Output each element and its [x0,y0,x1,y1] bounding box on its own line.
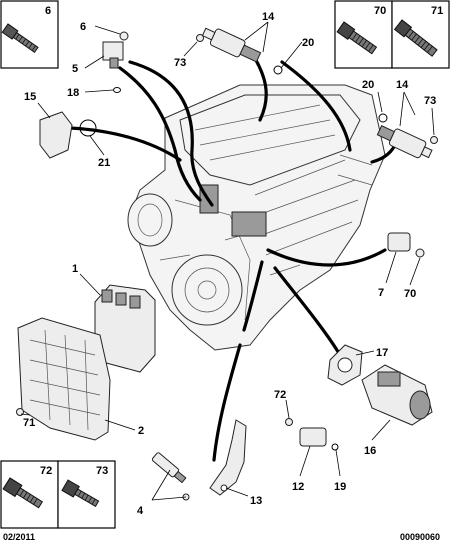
callout-6: 6 [80,21,86,33]
seal-19 [331,443,339,451]
sensor-15 [39,111,97,159]
screw-70-right [415,248,425,258]
bolt-71-icon [393,19,438,57]
box-72-label: 72 [40,465,52,477]
callout-17: 17 [376,347,388,359]
callout-2: 2 [138,425,144,437]
seal-18 [113,87,121,93]
seal-21 [79,119,97,137]
seal-20-right [378,113,388,123]
seal-20-top [273,65,283,75]
callout-5: 5 [72,63,78,75]
bolt-70-icon [336,21,378,55]
bolt-73-icon [61,479,100,507]
box-6-label: 6 [45,5,51,17]
bolt-6-icon [1,23,39,54]
box-72: 72 [0,460,59,529]
callout-numbers: 6 5 18 73 14 20 15 21 20 14 73 1 7 70 17… [23,11,436,517]
callout-1: 1 [72,263,78,275]
sensor-7 [387,232,425,258]
sensor-4 [151,452,187,484]
sensor-12 [285,418,339,451]
callout-73-right: 73 [424,95,436,107]
callout-15: 15 [24,91,36,103]
callout-20-right: 20 [362,79,374,91]
box-73: 73 [57,460,116,529]
screw-73-top [196,34,204,42]
callout-73-top: 73 [174,57,186,69]
callout-18: 18 [67,87,79,99]
bolt-72-icon [2,477,44,509]
starter-16 [361,364,433,426]
sensor-5 [102,31,129,93]
solenoid-14-right [376,125,433,159]
engine-block [127,84,386,351]
bracket-2 [16,317,111,441]
leader-lines [20,21,435,501]
callout-20-top: 20 [302,37,314,49]
callout-12: 12 [292,481,304,493]
footer-date: 02/2011 [3,532,35,542]
box-71-label: 71 [431,5,443,17]
box-71: 71 [391,0,450,69]
screw-73-right [430,136,438,144]
screw-72-sensor [285,418,293,426]
box-6: 6 [0,0,59,69]
callout-19: 19 [334,481,346,493]
callout-21: 21 [98,157,110,169]
callout-72: 72 [274,389,286,401]
callout-70: 70 [404,288,416,300]
box-70: 70 [334,0,393,69]
throttle-body [231,211,267,237]
callout-7: 7 [378,287,384,299]
callout-4: 4 [137,505,144,517]
solenoid-14-top [201,27,262,63]
callout-14-top: 14 [262,11,275,23]
callout-13: 13 [250,495,262,507]
callout-16: 16 [364,445,376,457]
box-73-label: 73 [96,465,108,477]
callout-14-right: 14 [396,79,409,91]
footer-reference-number: 00090060 [400,532,440,542]
screw-6 [119,31,129,41]
box-70-label: 70 [374,5,386,17]
wiring-harness [68,53,397,462]
callout-71: 71 [23,417,35,429]
gasket-17 [327,344,363,386]
